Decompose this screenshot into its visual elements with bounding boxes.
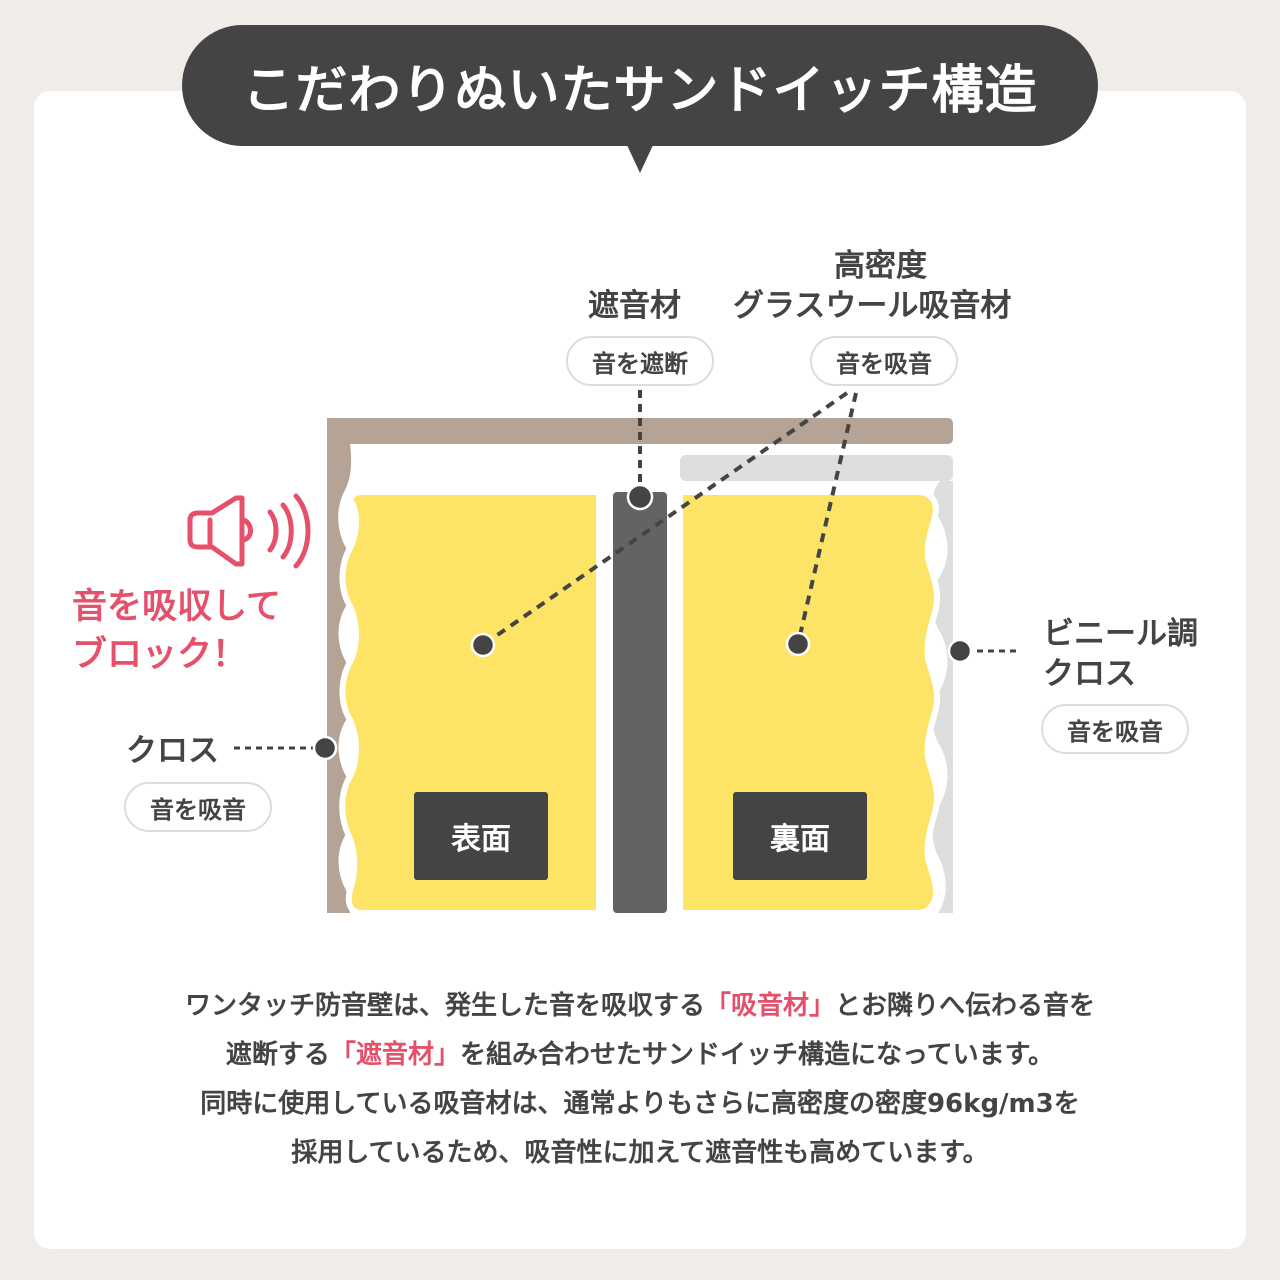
leader-line-glasswool-back: [796, 392, 858, 645]
description: ワンタッチ防音壁は、発生した音を吸収する「吸音材」とお隣りへ伝わる音を 遮断する…: [34, 982, 1246, 1178]
marker-dot-glasswool-back: [785, 631, 811, 657]
glasswool-label-line2: グラスウール吸音材: [733, 288, 1012, 324]
description-line-4: 採用しているため、吸音性に加えて遮音性も高めています。: [291, 1138, 989, 1168]
back-face-text: 裏面: [770, 822, 830, 857]
cloth-label: クロス: [126, 733, 219, 769]
cloth-pill: 音を吸音: [124, 782, 272, 832]
glasswool-label-line1: 高密度: [834, 248, 927, 284]
page-title: こだわりぬいたサンドイッチ構造: [242, 61, 1038, 121]
description-line-1: ワンタッチ防音壁は、発生した音を吸収する「吸音材」とお隣りへ伝わる音を: [34, 982, 1246, 1031]
marker-dot-shaon: [626, 483, 654, 511]
sound-message-line1: 音を吸収して: [72, 587, 281, 627]
shaon-label: 遮音材: [588, 288, 681, 324]
desc-text: を組み合わせたサンドイッチ構造になっています。: [459, 1040, 1055, 1070]
description-line-2: 遮断する「遮音材」を組み合わせたサンドイッチ構造になっています。: [34, 1031, 1246, 1080]
marker-dot-vinyl: [947, 638, 973, 664]
wall-top-bar: [327, 418, 953, 444]
shaon-pill: 音を遮断: [566, 336, 714, 386]
vinyl-label-line2: クロス: [1043, 656, 1136, 692]
title-banner: こだわりぬいたサンドイッチ構造: [182, 25, 1098, 146]
sound-message-line2: ブロック！: [72, 635, 248, 675]
front-face-label: 表面: [414, 792, 548, 880]
title-bubble-tail: [626, 143, 654, 173]
cloth-pill-text: 音を吸音: [150, 795, 246, 824]
vinyl-pill-text: 音を吸音: [1067, 717, 1163, 746]
vinyl-top-strip: [680, 455, 953, 481]
speaker-icon: [187, 493, 311, 569]
sound-barrier-sheet: [613, 492, 667, 913]
desc-text: とお隣りへ伝わる音を: [835, 991, 1096, 1021]
desc-highlight-kyuon: 「吸音材」: [704, 991, 835, 1021]
desc-highlight-shaon: 「遮音材」: [329, 1040, 460, 1070]
shaon-pill-text: 音を遮断: [592, 349, 688, 378]
marker-dot-glasswool-front: [470, 632, 496, 658]
glasswool-pill-text: 音を吸音: [836, 349, 932, 378]
vinyl-pill: 音を吸音: [1041, 704, 1189, 754]
back-face-label: 裏面: [733, 792, 867, 880]
vinyl-label-line1: ビニール調: [1043, 616, 1198, 652]
description-line-3: 同時に使用している吸音材は、通常よりもさらに高密度の密度96kg/m3を: [200, 1089, 1080, 1119]
marker-dot-cloth: [312, 735, 338, 761]
glasswool-pill: 音を吸音: [810, 336, 958, 386]
desc-text: 遮断する: [225, 1040, 330, 1070]
desc-text: ワンタッチ防音壁は、発生した音を吸収する: [184, 991, 705, 1021]
leader-line-glasswool-front: [481, 391, 849, 647]
front-face-text: 表面: [451, 822, 511, 857]
